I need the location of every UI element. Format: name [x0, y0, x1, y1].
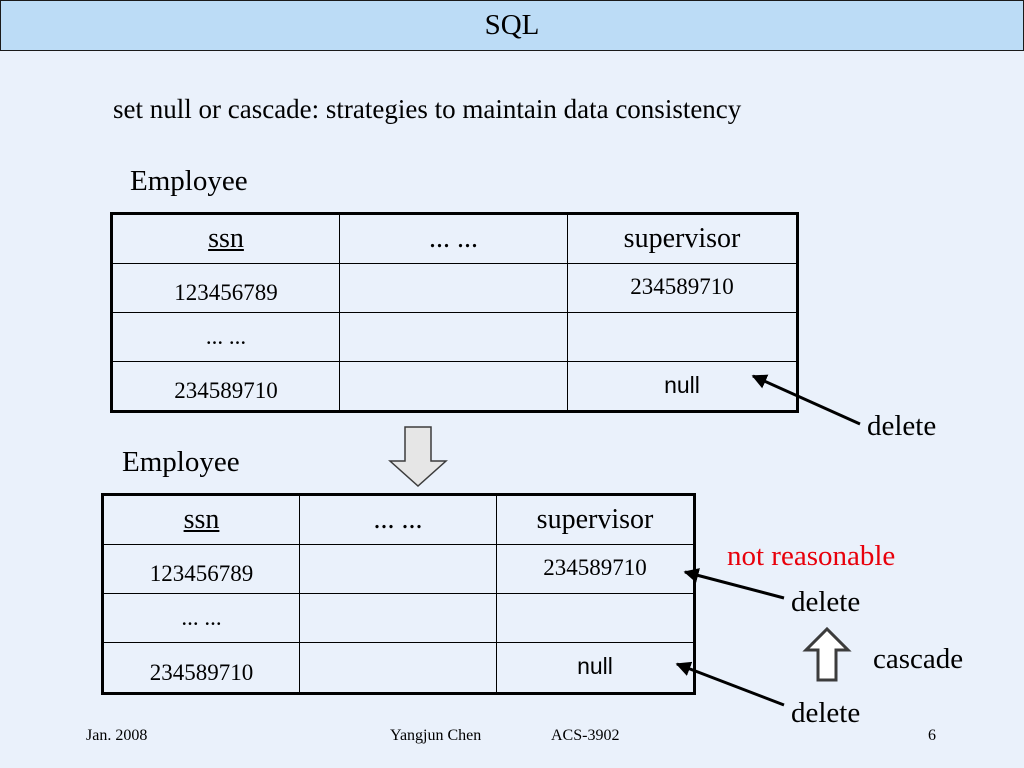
table-row: 234589710 null — [111, 361, 798, 412]
cell-supervisor: 234589710 — [496, 544, 695, 594]
table1-caption: Employee — [130, 165, 248, 197]
table-header-row: ssn ... ... supervisor — [111, 213, 798, 264]
not-reasonable-label: not reasonable — [727, 540, 896, 572]
cell-supervisor: 234589710 — [567, 263, 798, 313]
cell-supervisor — [496, 593, 695, 643]
column-header-supervisor: supervisor — [567, 213, 798, 264]
table2-caption: Employee — [122, 446, 240, 478]
cell-ssn: 234589710 — [102, 642, 300, 694]
employee-table-after: ssn ... ... supervisor 123456789 2345897… — [101, 493, 696, 695]
slide-title: SQL — [484, 9, 540, 41]
slide-subtitle: set null or cascade: strategies to maint… — [113, 94, 742, 124]
table-row: ... ... — [102, 593, 695, 643]
arrow-delete-to-supervisor-mid — [683, 568, 785, 600]
employee-table-before: ssn ... ... supervisor 123456789 2345897… — [110, 212, 799, 413]
column-header-supervisor: supervisor — [496, 494, 695, 545]
cell-empty — [299, 593, 497, 643]
cell-empty — [299, 544, 497, 594]
title-bar: SQL — [0, 0, 1024, 51]
footer-date: Jan. 2008 — [86, 727, 148, 744]
delete-label-bottom: delete — [791, 697, 861, 729]
down-arrow-icon — [388, 426, 448, 488]
column-header-ellipsis: ... ... — [299, 494, 497, 545]
footer-author: Yangjun Chen — [390, 727, 482, 744]
footer-page-number: 6 — [928, 727, 936, 744]
cell-supervisor — [567, 312, 798, 362]
cell-ssn: ... ... — [102, 593, 300, 643]
cell-empty — [339, 361, 568, 412]
column-header-ssn: ssn — [111, 213, 340, 264]
delete-label-top: delete — [867, 410, 937, 442]
table-row: 234589710 null — [102, 642, 695, 694]
cell-ssn: 123456789 — [111, 263, 340, 313]
cell-ssn: 123456789 — [102, 544, 300, 594]
up-arrow-icon — [802, 626, 852, 682]
cell-empty — [299, 642, 497, 694]
cell-empty — [339, 312, 568, 362]
table-row: 123456789 234589710 — [111, 263, 798, 313]
cell-supervisor-null: null — [567, 361, 798, 412]
footer-course: ACS-3902 — [551, 727, 620, 744]
column-header-ssn: ssn — [102, 494, 300, 545]
table-row: ... ... — [111, 312, 798, 362]
table-row: 123456789 234589710 — [102, 544, 695, 594]
delete-label-mid: delete — [791, 586, 861, 618]
cell-ssn: ... ... — [111, 312, 340, 362]
column-header-ellipsis: ... ... — [339, 213, 568, 264]
cell-supervisor-null: null — [496, 642, 695, 694]
table-header-row: ssn ... ... supervisor — [102, 494, 695, 545]
cell-empty — [339, 263, 568, 313]
cascade-label: cascade — [873, 643, 964, 675]
cell-ssn: 234589710 — [111, 361, 340, 412]
